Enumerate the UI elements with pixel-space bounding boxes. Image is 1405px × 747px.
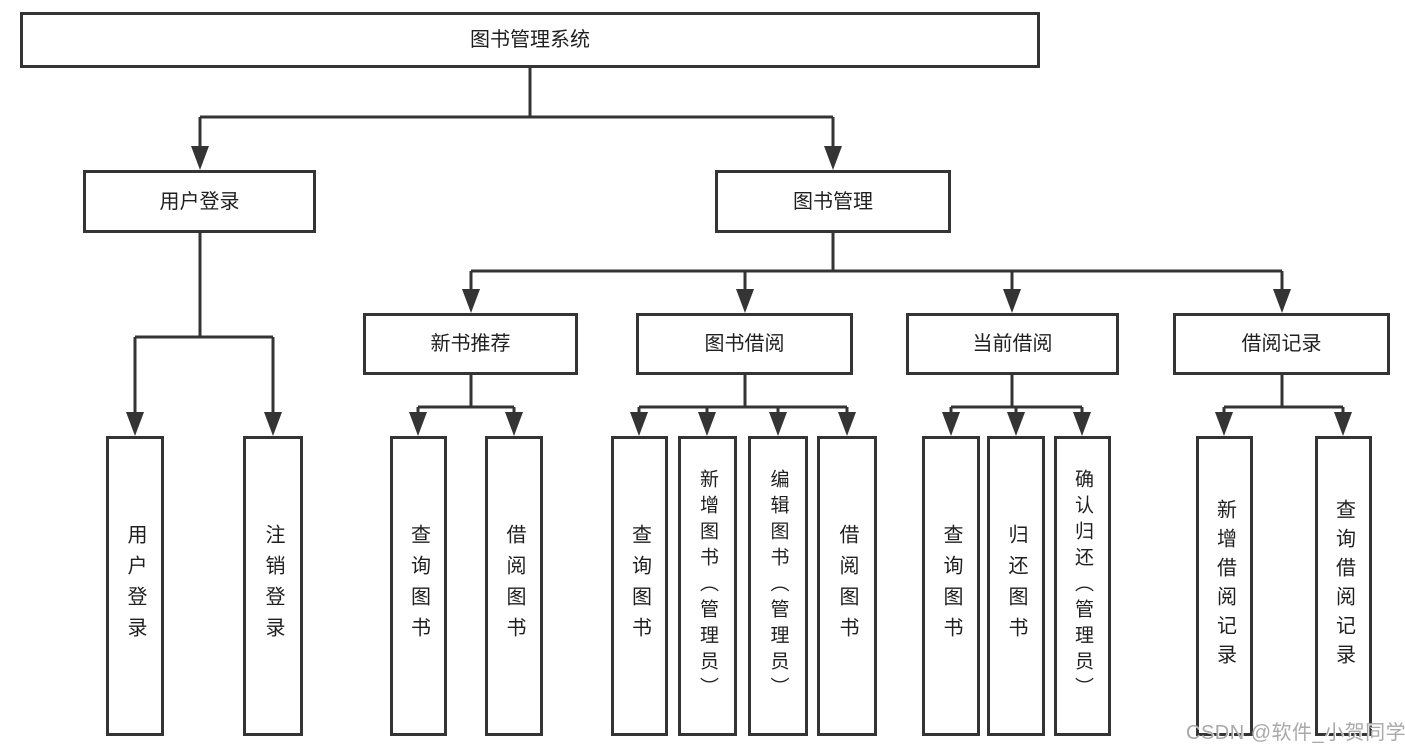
node-label: 归还图书 xyxy=(1005,524,1027,648)
node-label: 借阅记录 xyxy=(1241,333,1322,355)
leaf-borrow-books-recommend: 借阅图书 xyxy=(485,436,543,736)
leaf-query-borrow-record: 查询借阅记录 xyxy=(1315,436,1372,736)
node-label: 注销登录 xyxy=(262,524,284,648)
node-label: 图书管理系统 xyxy=(470,29,590,51)
node-label: 新增借阅记录 xyxy=(1213,499,1236,673)
node-label: 当前借阅 xyxy=(972,333,1053,355)
node-label: 图书借阅 xyxy=(704,333,785,355)
leaf-user-login: 用户登录 xyxy=(106,436,164,736)
node-label: 确认归还（管理员） xyxy=(1072,469,1093,703)
node-current-borrowing: 当前借阅 xyxy=(906,313,1119,375)
node-label: 新书推荐 xyxy=(430,333,511,355)
node-label: 图书管理 xyxy=(793,190,873,213)
node-label: 用户登录 xyxy=(124,524,146,648)
node-book-borrowing: 图书借阅 xyxy=(636,313,853,375)
leaf-confirm-return-admin: 确认归还（管理员） xyxy=(1054,436,1111,736)
leaf-edit-books-admin: 编辑图书（管理员） xyxy=(748,436,808,736)
node-new-book-recommend: 新书推荐 xyxy=(363,313,578,375)
leaf-query-books-current: 查询图书 xyxy=(922,436,980,736)
node-label: 借阅图书 xyxy=(503,524,525,648)
node-label: 新增图书（管理员） xyxy=(697,469,718,703)
node-label: 借阅图书 xyxy=(836,524,858,648)
leaf-logout: 注销登录 xyxy=(243,436,303,736)
leaf-add-books-admin: 新增图书（管理员） xyxy=(678,436,737,736)
connector-lines xyxy=(133,68,1345,414)
leaf-query-books-borrow: 查询图书 xyxy=(611,436,668,736)
node-label: 查询借阅记录 xyxy=(1332,499,1355,673)
node-label: 查询图书 xyxy=(940,524,962,648)
node-book-management: 图书管理 xyxy=(715,170,951,233)
node-label: 查询图书 xyxy=(407,524,430,648)
node-label: 编辑图书（管理员） xyxy=(767,469,789,703)
node-user-login: 用户登录 xyxy=(83,170,316,233)
node-library-management-system: 图书管理系统 xyxy=(20,12,1040,68)
leaf-query-books-recommend: 查询图书 xyxy=(390,436,447,736)
leaf-borrow-books: 借阅图书 xyxy=(817,436,877,736)
arrowhead-icons xyxy=(126,146,1352,436)
node-borrow-records: 借阅记录 xyxy=(1173,313,1390,375)
leaf-add-borrow-record: 新增借阅记录 xyxy=(1196,436,1253,736)
csdn-watermark: CSDN @软件_小贺同学 xyxy=(1186,722,1405,744)
node-label: 查询图书 xyxy=(628,524,651,648)
leaf-return-books: 归还图书 xyxy=(987,436,1045,736)
node-label: 用户登录 xyxy=(159,190,240,213)
